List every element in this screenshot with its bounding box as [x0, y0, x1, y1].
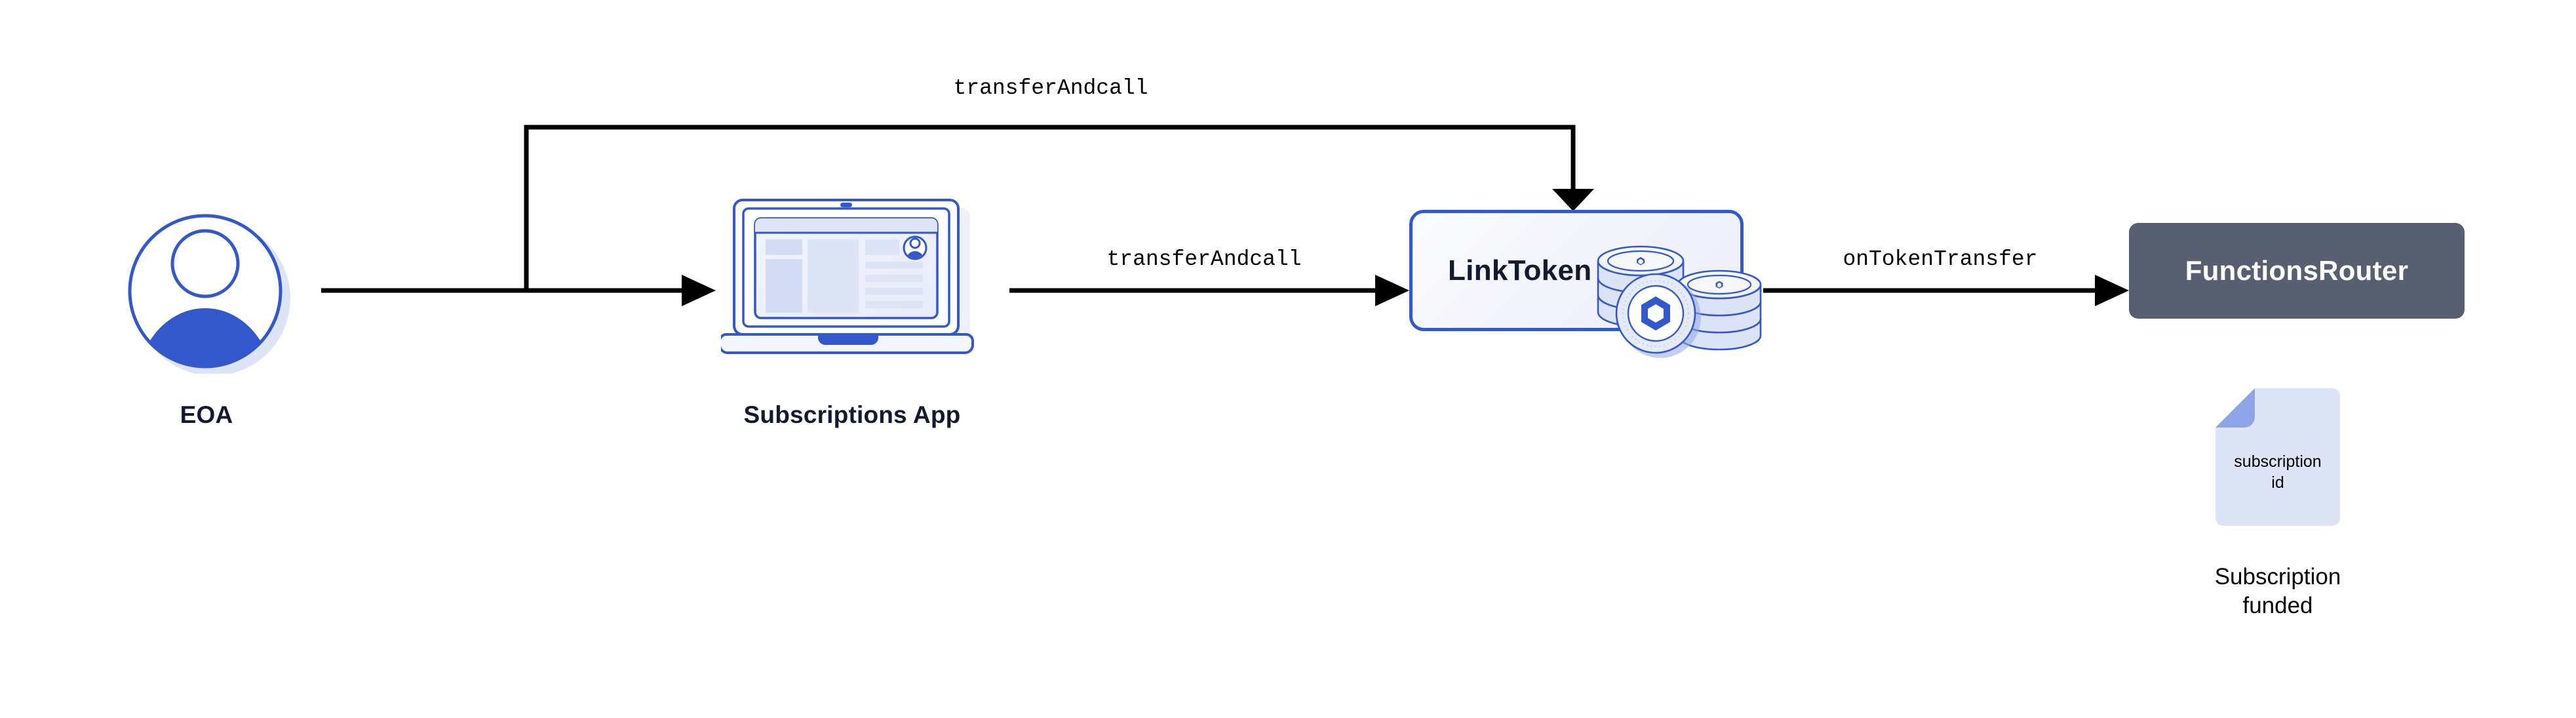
edge-eoa-to-linktoken-top — [524, 125, 1594, 290]
edge-label-transferandcall-mid: transferAndcall — [1106, 247, 1302, 271]
node-functionsrouter[interactable]: FunctionsRouter — [2129, 223, 2465, 319]
edge-eoa-to-app — [321, 275, 716, 306]
caption-subscriptions-app: Subscriptions App — [743, 401, 961, 428]
document-icon — [2215, 388, 2340, 526]
node-linktoken[interactable]: LinkToken — [1409, 210, 1744, 331]
linktoken-label: LinkToken — [1448, 254, 1592, 287]
edge-app-to-linktoken — [1009, 275, 1409, 306]
caption-subscription-funded: Subscription funded — [2160, 563, 2396, 620]
caption-subscription-funded-line1: Subscription — [2214, 564, 2341, 589]
node-subscription-doc[interactable]: subscription id — [2215, 388, 2340, 539]
edge-label-transferandcall-top: transferAndcall — [953, 76, 1148, 100]
functionsrouter-label: FunctionsRouter — [2185, 255, 2409, 286]
node-subscriptions-app[interactable] — [718, 193, 983, 374]
document-text-line2: id — [2271, 473, 2284, 492]
document-text-line1: subscription — [2234, 452, 2322, 471]
node-eoa[interactable] — [121, 210, 292, 376]
document-text: subscription id — [2215, 451, 2340, 493]
caption-eoa: EOA — [180, 401, 233, 428]
laptop-icon — [718, 199, 974, 354]
user-avatar-icon — [128, 214, 290, 376]
app-avatar-icon — [903, 235, 927, 260]
edge-linktoken-to-router — [1763, 275, 2129, 306]
caption-subscription-funded-line2: funded — [2242, 593, 2313, 618]
edge-label-ontokentransfer: onTokenTransfer — [1843, 247, 2038, 271]
